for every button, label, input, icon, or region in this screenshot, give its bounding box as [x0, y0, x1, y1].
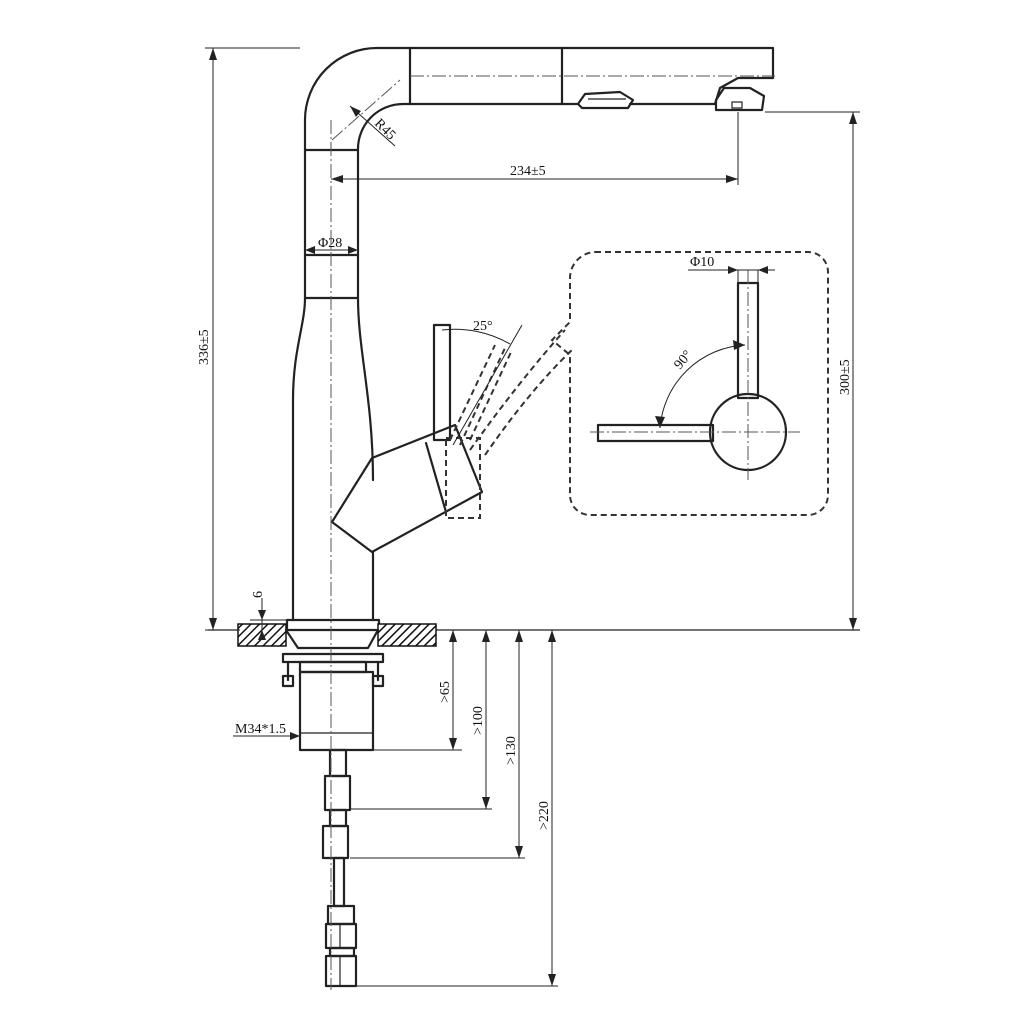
hose-fitting-1: [323, 774, 352, 812]
radius-label: R45: [371, 116, 398, 143]
base-ring: [285, 618, 381, 632]
handle-detail-view: 90° Φ10: [550, 251, 829, 516]
lever-swivel-indication: 25°: [441, 319, 573, 519]
handle-angle-label: 90°: [672, 348, 696, 373]
lever-rotated-outline: [445, 437, 481, 519]
detail-handle-horizontal: [596, 423, 715, 443]
spout-diameter-label: Φ28: [318, 236, 342, 251]
fixing-nut: [298, 660, 368, 674]
detail-frame: [550, 251, 829, 516]
countertop-right: [377, 623, 437, 647]
hose-fitting-2: [321, 824, 350, 860]
spout-head: [628, 76, 775, 106]
total-height-label: 336±5: [197, 329, 212, 365]
lever-swivel-rays: [449, 344, 513, 446]
supply-hose: [332, 856, 346, 908]
fixing-plate: [281, 652, 385, 664]
mounting-hardware: [281, 652, 385, 988]
mounting-washer: [284, 628, 380, 650]
spout-outer-profile: [291, 46, 775, 622]
depth-130-label: >130: [504, 736, 519, 765]
depth-100-label: >100: [471, 706, 486, 735]
faucet-body: [285, 46, 775, 632]
hose-nut-lower: [324, 954, 358, 988]
spout-inner-profile: [356, 102, 579, 622]
callout-curve-1: [469, 329, 566, 451]
spray-button: [576, 90, 635, 110]
callout-curve-2: [484, 349, 573, 456]
depth-65-label: >65: [438, 681, 453, 703]
base-thickness-label: 6: [251, 591, 266, 598]
aerator-outlet: [714, 86, 766, 112]
hose-connector-1: [328, 748, 348, 778]
outlet-nozzle: [731, 101, 743, 109]
dimension-lines: 336±5 300±5 234±5 R45 Φ28 6 M34*1.5: [197, 47, 860, 987]
handle-diameter-label: Φ10: [690, 255, 714, 270]
spout-height-label: 300±5: [838, 359, 853, 395]
reach-label: 234±5: [510, 164, 546, 179]
swivel-angle-label: 25°: [473, 319, 493, 334]
thread-label: M34*1.5: [235, 722, 286, 737]
center-lines: [330, 75, 775, 990]
lever-housing: [330, 423, 484, 554]
depth-220-label: >220: [537, 801, 552, 830]
lever-handle: [432, 323, 452, 442]
threaded-shank: [298, 670, 375, 752]
countertop-section: [208, 623, 860, 650]
